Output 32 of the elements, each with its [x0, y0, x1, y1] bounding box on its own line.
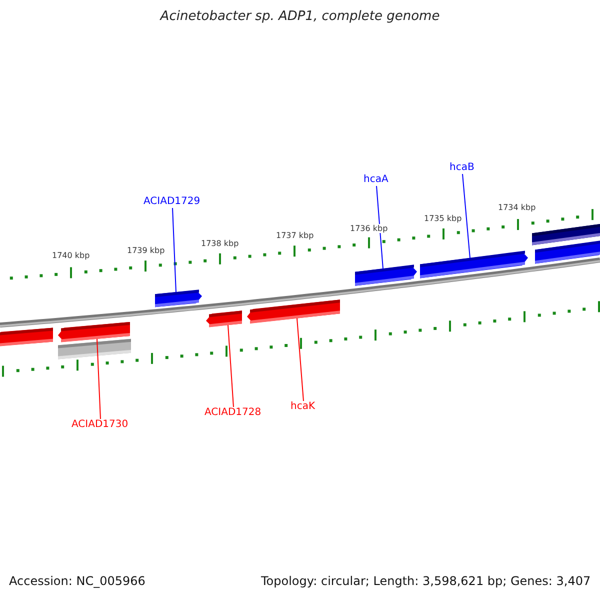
gene-block [247, 300, 340, 324]
gene-label: ACIAD1729 [144, 196, 200, 208]
leader-line [376, 186, 384, 270]
scale-label: 1734 kbp [498, 202, 536, 212]
leader-line [462, 174, 470, 259]
footer-note: Accession: NC_005966 [9, 575, 146, 589]
scale-label: 1739 kbp [127, 246, 165, 255]
leader-line [96, 338, 101, 420]
leader-line [172, 208, 176, 293]
gene-block [0, 328, 53, 346]
leader-line [228, 324, 234, 408]
gene-block [155, 290, 202, 308]
scale-label: 1736 kbp [350, 224, 388, 233]
gene-label: ACIAD1730 [72, 419, 128, 430]
gene-block [355, 264, 417, 286]
scale-label: 1737 kbp [276, 230, 314, 240]
scale-label: 1735 kbp [424, 214, 462, 223]
title: Acinetobacter sp. ADP1, complete genome [158, 10, 441, 25]
gene-block [532, 223, 600, 246]
gene-block [535, 240, 600, 264]
leader-line [296, 318, 304, 402]
gene-block [58, 322, 130, 342]
gene-label: ACIAD1728 [204, 407, 262, 418]
gene-block [420, 250, 528, 278]
gene-label: hcaB [450, 162, 474, 174]
footer-note: Topology: circular; Length: 3,598,621 bp; Genes: 3,407 [261, 575, 591, 589]
gene-label: hcaK [290, 401, 316, 412]
gene-block [206, 310, 242, 328]
scale-label: 1738 kbp [201, 238, 239, 248]
gene-block [58, 338, 131, 360]
scale-label: 1740 kbp [52, 250, 90, 260]
gene-label: hcaA [364, 174, 388, 186]
